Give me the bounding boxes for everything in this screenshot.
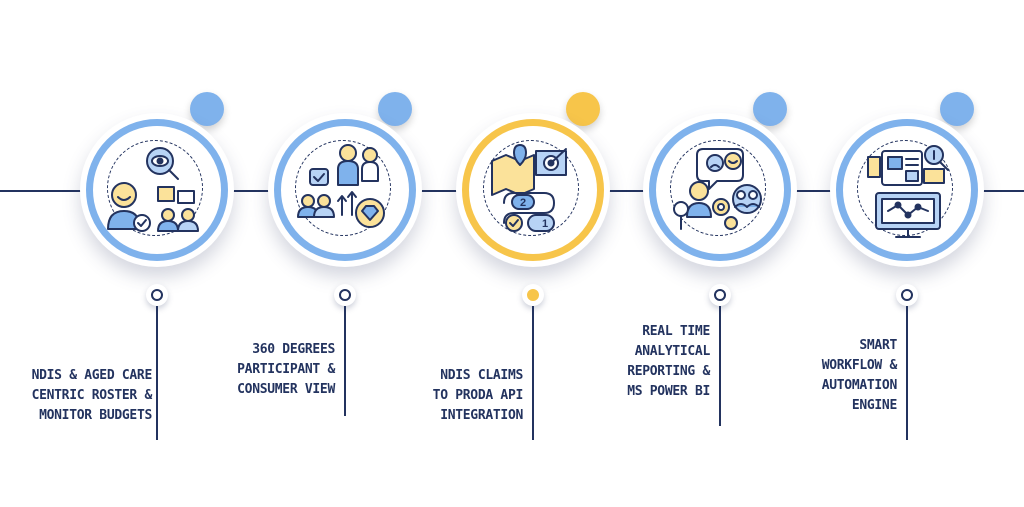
step-marker-dot xyxy=(146,284,168,306)
step-label: SMART WORKFLOW & AUTOMATION ENGINE xyxy=(821,338,898,413)
step-stem xyxy=(344,306,346,416)
step-label: REAL TIME ANALYTICAL REPORTING & MS POWE… xyxy=(627,324,710,399)
accent-bubble xyxy=(190,92,224,126)
accent-bubble xyxy=(566,92,600,126)
accent-bubble xyxy=(378,92,412,126)
accent-bubble xyxy=(753,92,787,126)
step-disc: 2 1 xyxy=(456,113,610,267)
step-4: REAL TIME ANALYTICAL REPORTING & MS POWE… xyxy=(627,0,797,507)
step-stem xyxy=(156,306,158,440)
step-1: NDIS & AGED CARE CENTRIC ROSTER & MONITO… xyxy=(32,0,234,507)
roster-budget-icon xyxy=(107,147,199,232)
step-label: NDIS & AGED CARE CENTRIC ROSTER & MONITO… xyxy=(31,368,153,423)
claims-integration-icon: 2 1 xyxy=(491,144,567,232)
workflow-automation-icon xyxy=(867,145,949,238)
step-marker-dot xyxy=(896,284,918,306)
step-marker-dot xyxy=(522,284,544,306)
step-ring xyxy=(649,119,791,261)
participant-view-icon xyxy=(297,144,385,228)
svg-text:1: 1 xyxy=(542,218,548,230)
step-ring xyxy=(836,119,978,261)
dashed-circle xyxy=(483,140,579,236)
step-3: 2 1 NDIS CLAIMS TO PRODA API INTEGRATION xyxy=(433,0,610,507)
analytics-report-icon xyxy=(673,148,762,230)
step-disc xyxy=(80,113,234,267)
step-disc xyxy=(643,113,797,267)
step-marker-dot xyxy=(334,284,356,306)
step-5: SMART WORKFLOW & AUTOMATION ENGINE xyxy=(822,0,984,507)
step-marker-dot xyxy=(709,284,731,306)
step-ring: 2 1 xyxy=(462,119,604,261)
dashed-circle xyxy=(670,140,766,236)
dashed-circle xyxy=(857,140,953,236)
dashed-circle xyxy=(107,140,203,236)
step-ring xyxy=(274,119,416,261)
step-ring xyxy=(86,119,228,261)
svg-text:2: 2 xyxy=(520,197,526,209)
step-label: 360 DEGREES PARTICIPANT & CONSUMER VIEW xyxy=(237,342,335,397)
step-disc xyxy=(268,113,422,267)
accent-bubble xyxy=(940,92,974,126)
step-stem xyxy=(906,306,908,440)
dashed-circle xyxy=(295,140,391,236)
step-stem xyxy=(719,306,721,426)
step-stem xyxy=(532,306,534,440)
step-2: 360 DEGREES PARTICIPANT & CONSUMER VIEW xyxy=(237,0,422,507)
step-disc xyxy=(830,113,984,267)
step-label: NDIS CLAIMS TO PRODA API INTEGRATION xyxy=(432,368,524,423)
